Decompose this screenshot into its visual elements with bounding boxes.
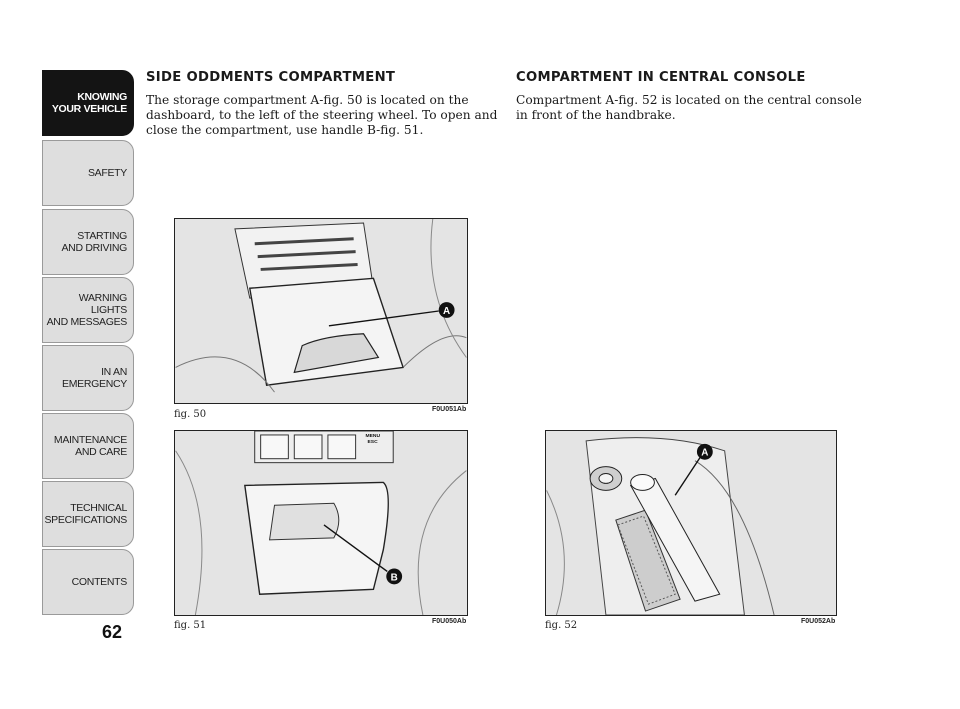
menu-label: MENU — [366, 433, 381, 439]
figure-52-caption: fig. 52 — [545, 620, 578, 631]
figure-51-drawing: MENU ESC B — [175, 431, 467, 615]
section-heading-central-console: COMPARTMENT IN CENTRAL CONSOLE — [516, 70, 806, 85]
tab-starting-and-driving[interactable]: STARTING AND DRIVING — [42, 209, 134, 275]
figure-50-image: A — [174, 218, 468, 404]
figure-50-callout: A — [443, 306, 450, 317]
figure-51-image: MENU ESC B — [174, 430, 468, 616]
tab-technical-specifications[interactable]: TECHNICAL SPECIFICATIONS — [42, 481, 134, 547]
figure-52-image: A — [545, 430, 837, 616]
tab-contents[interactable]: CONTENTS — [42, 549, 134, 615]
right-column: COMPARTMENT IN CENTRAL CONSOLE Compartme… — [516, 70, 876, 123]
figure-50-caption: fig. 50 — [174, 409, 207, 420]
figure-52-callout: A — [701, 448, 708, 459]
section-heading-side-oddments: SIDE ODDMENTS COMPARTMENT — [146, 70, 396, 85]
figure-50-drawing: A — [175, 219, 467, 403]
tab-in-an-emergency[interactable]: IN AN EMERGENCY — [42, 345, 134, 411]
figure-51-code: F0U050Ab — [432, 618, 467, 625]
page-number: 62 — [101, 622, 123, 642]
tab-maintenance-and-care[interactable]: MAINTENANCE AND CARE — [42, 413, 134, 479]
left-column: SIDE ODDMENTS COMPARTMENT The storage co… — [146, 70, 506, 138]
tab-knowing-your-vehicle[interactable]: KNOWING YOUR VEHICLE — [42, 70, 134, 136]
figure-50-code: F0U051Ab — [432, 406, 467, 413]
figure-51-caption: fig. 51 — [174, 620, 207, 631]
tab-warning-lights[interactable]: WARNING LIGHTS AND MESSAGES — [42, 277, 134, 343]
figure-52-code: F0U052Ab — [801, 618, 836, 625]
section-body-side-oddments: The storage compartment A-fig. 50 is loc… — [146, 93, 498, 137]
figure-52-drawing: A — [546, 431, 836, 615]
figure-51-callout: B — [391, 572, 398, 583]
tab-safety[interactable]: SAFETY — [42, 140, 134, 206]
section-body-central-console: Compartment A-fig. 52 is located on the … — [516, 93, 862, 122]
esc-label: ESC — [367, 439, 378, 445]
